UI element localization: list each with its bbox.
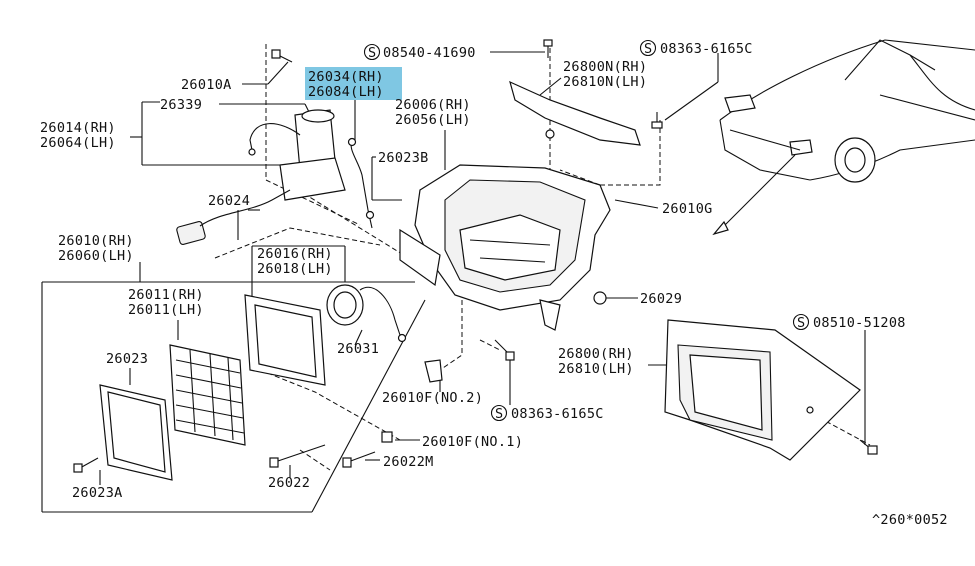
label-26011-lh[interactable]: 26011(LH): [128, 302, 204, 318]
wire-harness-26024[interactable]: [176, 189, 291, 245]
clip-26010F-no1-icon[interactable]: [381, 431, 393, 443]
bolt-26022M-icon[interactable]: [342, 451, 376, 468]
s-symbol-text: S: [495, 406, 503, 422]
label-26016-rh[interactable]: 26016(RH): [257, 246, 333, 262]
label-26800-rh[interactable]: 26800(RH): [558, 346, 634, 362]
label-26014-rh[interactable]: 26014(RH): [40, 120, 116, 136]
headlamp-cover-26800[interactable]: [664, 319, 861, 461]
link-rod-26034[interactable]: [347, 137, 375, 229]
label-26810-lh[interactable]: 26810(LH): [558, 361, 634, 377]
label-26022M[interactable]: 26022M: [383, 454, 434, 470]
s-symbol-text: S: [797, 315, 805, 331]
label-26060-lh[interactable]: 26060(LH): [58, 248, 134, 264]
label-08540-text: 08540-41690: [383, 45, 476, 61]
label-08363b-text: 08363-6165C: [511, 406, 604, 422]
label-26022[interactable]: 26022: [268, 475, 310, 491]
label-08540-41690[interactable]: S 08540-41690: [363, 43, 476, 62]
label-26018-lh[interactable]: 26018(LH): [257, 261, 333, 277]
label-26056-lh[interactable]: 26056(LH): [395, 112, 471, 128]
label-08363-6165C-top[interactable]: S 08363-6165C: [639, 39, 753, 58]
label-26010F-no2[interactable]: 26010F(NO.2): [382, 390, 483, 406]
s-symbol-icon: [490, 404, 508, 422]
label-26031[interactable]: 26031: [337, 341, 379, 357]
label-26034-rh[interactable]: 26034(RH): [308, 69, 384, 85]
s-symbol-text: S: [644, 41, 652, 57]
label-26800N-rh[interactable]: 26800N(RH): [563, 59, 647, 75]
label-26010-rh[interactable]: 26010(RH): [58, 233, 134, 249]
label-26084-lh[interactable]: 26084(LH): [308, 84, 384, 100]
retaining-ring-26023[interactable]: [99, 384, 173, 481]
socket-26031[interactable]: [326, 284, 407, 343]
upper-bracket-26800N[interactable]: [509, 39, 641, 146]
reference-code: ^260*0052: [872, 512, 948, 528]
label-08510-51208[interactable]: S 08510-51208: [792, 313, 906, 332]
label-26011-rh[interactable]: 26011(RH): [128, 287, 204, 303]
screw-26010A-icon[interactable]: [271, 49, 293, 63]
label-26023B[interactable]: 26023B: [378, 150, 429, 166]
label-26010A[interactable]: 26010A: [181, 77, 232, 93]
screw-08510-icon[interactable]: [859, 439, 878, 455]
label-08363a-text: 08363-6165C: [660, 41, 753, 57]
label-08363-6165C-bottom[interactable]: S 08363-6165C: [490, 404, 604, 423]
label-26024[interactable]: 26024: [208, 193, 250, 209]
label-26064-lh[interactable]: 26064(LH): [40, 135, 116, 151]
label-26023A[interactable]: 26023A: [72, 485, 123, 501]
headlamp-motor-26014[interactable]: [248, 109, 346, 201]
headlamp-housing-26006[interactable]: [399, 164, 611, 331]
screw-26023A-icon[interactable]: [73, 457, 99, 473]
label-26010G[interactable]: 26010G: [662, 201, 713, 217]
label-26010F-no1[interactable]: 26010F(NO.1): [422, 434, 523, 450]
leader-lines: [41, 51, 866, 513]
label-26339[interactable]: 26339: [160, 97, 202, 113]
car-outline-illustration: [712, 39, 975, 236]
s-symbol-text: S: [368, 45, 376, 61]
label-26810N-lh[interactable]: 26810N(LH): [563, 74, 647, 90]
s-symbol-icon: [792, 313, 810, 331]
label-26006-rh[interactable]: 26006(RH): [395, 97, 471, 113]
sealed-beam-26011[interactable]: [169, 344, 246, 446]
s-symbol-icon: [639, 39, 657, 57]
bolt-26022-icon[interactable]: [269, 444, 326, 468]
label-26023[interactable]: 26023: [106, 351, 148, 367]
label-26029[interactable]: 26029: [640, 291, 682, 307]
highlight-26034: [305, 67, 402, 100]
mounting-frame-26016[interactable]: [244, 294, 326, 386]
s-symbol-icon: [363, 43, 381, 61]
clip-26010F-no2-icon[interactable]: [424, 359, 443, 383]
label-08510-text: 08510-51208: [813, 315, 906, 331]
screw-08363-top-icon[interactable]: [651, 112, 663, 129]
screw-08363-bottom-icon[interactable]: [494, 339, 515, 361]
